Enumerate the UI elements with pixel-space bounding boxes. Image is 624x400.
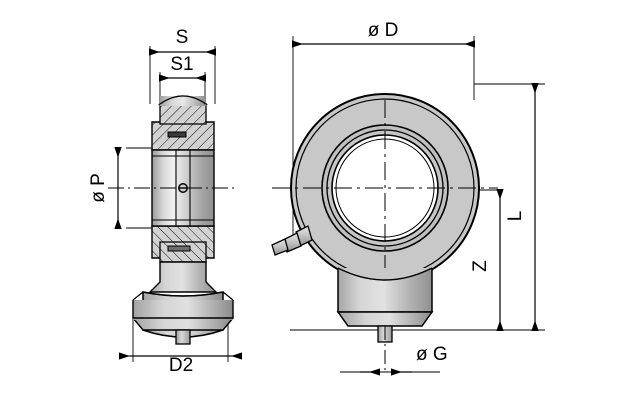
dimension-s-label: S: [176, 27, 189, 48]
dimension-p: ø P: [88, 146, 122, 230]
dimension-d2: D2: [118, 352, 243, 376]
ball-cap-top-fill: [160, 96, 206, 106]
inner-race-lower-section: [159, 241, 207, 263]
head-boss-top-edge: [142, 291, 224, 297]
dimension-s: S: [148, 27, 217, 56]
dimension-z: Z: [470, 188, 504, 332]
dimension-s1: S1: [158, 54, 207, 82]
dimension-z-label: Z: [470, 260, 491, 272]
slot-detail-lower: [167, 245, 191, 252]
dimension-l: L: [505, 82, 539, 332]
ball-cap-top-edge: [159, 95, 207, 105]
head-boss-chamfer-l: [132, 291, 144, 301]
dimension-s1-label: S1: [170, 54, 193, 75]
slot-detail-upper: [167, 131, 187, 138]
dimension-d2-label: D2: [169, 355, 193, 376]
head-boss-body: [132, 300, 234, 319]
inner-race-upper-section: [159, 103, 207, 125]
head-boss-chamfer-r: [222, 291, 234, 301]
left-section-view: [108, 46, 236, 362]
grease-nipple-fitting: [271, 225, 313, 256]
shank-neck: [148, 261, 218, 293]
dimension-g: ø G: [340, 344, 448, 376]
housing-shank-top-arc: [337, 267, 433, 281]
housing-shank-chamfer: [336, 311, 434, 327]
mounting-pin-left: [175, 329, 191, 345]
dimension-p-label: ø P: [88, 173, 109, 203]
barrel-chamfers: [152, 155, 214, 221]
dimension-d: ø D: [291, 20, 476, 48]
dimension-d-label: ø D: [368, 20, 399, 41]
dimension-g-label: ø G: [416, 344, 448, 365]
grease-nipple-tip: [271, 238, 289, 256]
dimension-l-label: L: [505, 211, 526, 222]
right-front-view: [271, 36, 545, 372]
